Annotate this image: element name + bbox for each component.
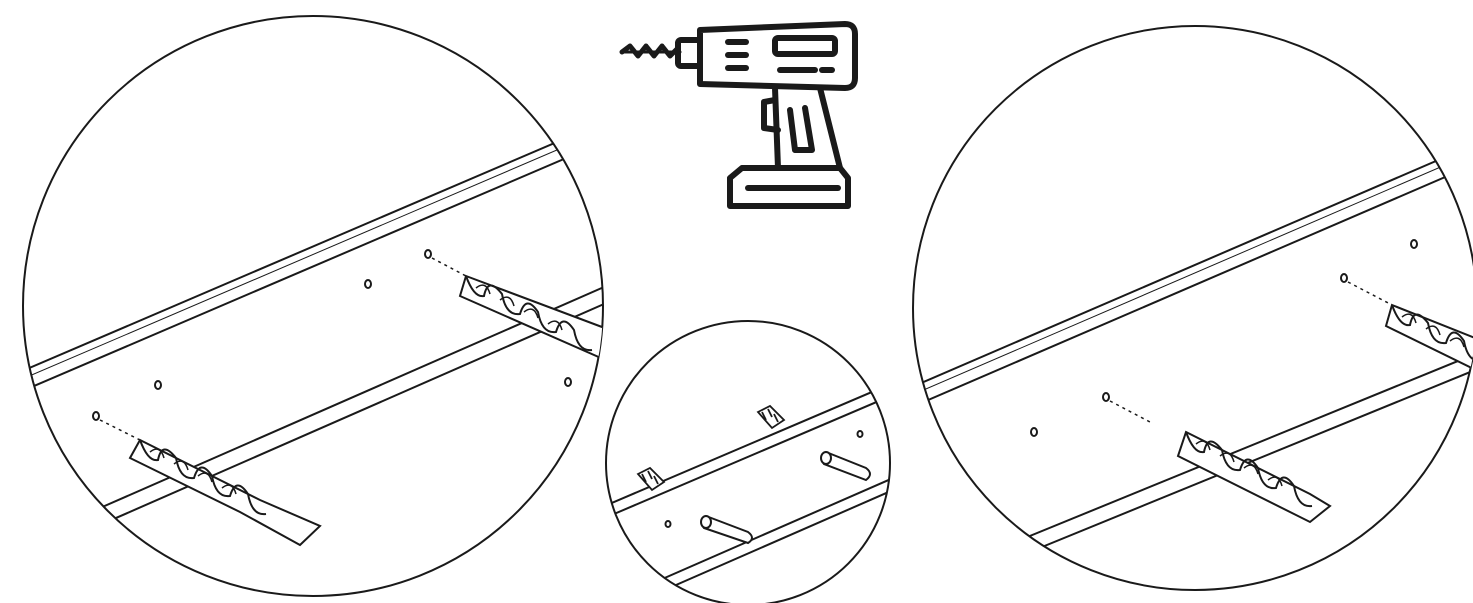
- detail-circle-left: [22, 15, 604, 597]
- drill-bit-icon: [1176, 430, 1332, 524]
- dowel-pin-icon: [756, 404, 786, 430]
- drill-bit-icon: [128, 438, 322, 547]
- detail-circle-center-small: [605, 320, 891, 603]
- dowel-pin-icon: [820, 450, 871, 482]
- detail-circle-right: [912, 25, 1473, 591]
- dowel-pin-icon: [700, 514, 753, 545]
- drill-bit-icon: [1384, 303, 1473, 374]
- drill-bit-icon: [458, 274, 603, 364]
- dowel-pin-icon: [636, 466, 666, 492]
- power-drill-icon: [619, 21, 858, 209]
